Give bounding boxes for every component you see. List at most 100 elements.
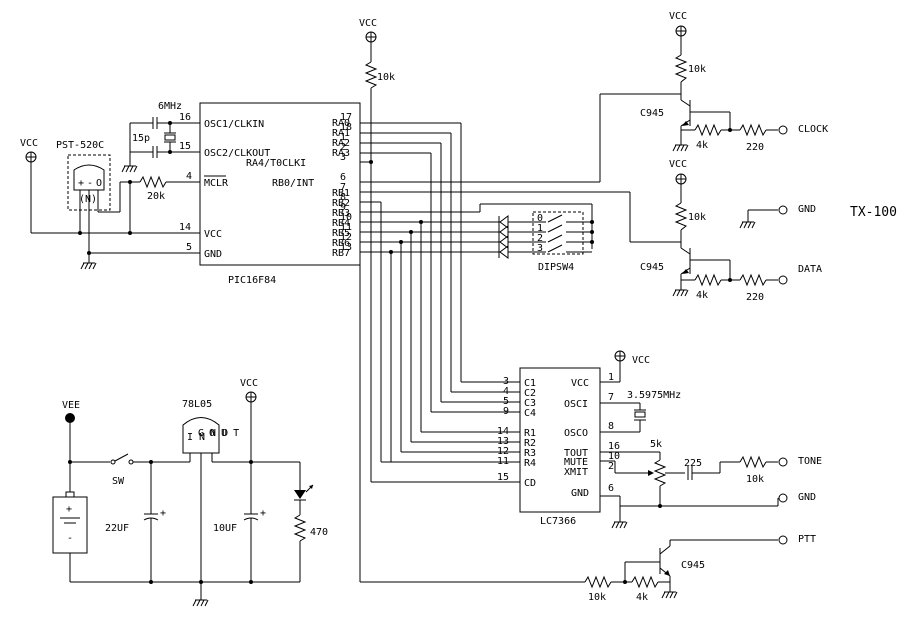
- pic-pin-num: 3: [340, 152, 346, 163]
- sensor-pin: -: [87, 178, 93, 189]
- r470-label: 470: [310, 527, 328, 538]
- pic-pin-label: OSC1/CLKIN: [204, 119, 264, 130]
- pic-pin-num: 1: [340, 132, 346, 143]
- pic-pin-num: 5: [186, 242, 192, 253]
- pic-pin-label: RB2: [332, 198, 350, 209]
- pic-pin-num: 7: [340, 182, 346, 193]
- bat-plus: +: [66, 504, 72, 515]
- dip-pos: 3: [537, 243, 543, 254]
- lc-pin-label: VCC: [571, 378, 589, 389]
- lc-pin-label: MUTE: [564, 457, 588, 468]
- dip-pos: 1: [537, 223, 543, 234]
- xtal2-label: 3.5975MHz: [627, 390, 681, 401]
- pic-pin-label: RA3: [332, 148, 350, 159]
- pic-pin-label: RB4: [332, 218, 350, 229]
- bat-minus: -: [67, 533, 73, 544]
- dip-pos: 0: [537, 213, 543, 224]
- pic-pin-label: RB1: [332, 188, 350, 199]
- c10-label: 10UF: [213, 523, 237, 534]
- pic-pin-label: RB5: [332, 228, 350, 239]
- pic-pin-num: 13: [340, 242, 352, 253]
- lc-pin-label: OSCO: [564, 428, 588, 439]
- lc-pin-num: 10: [608, 451, 620, 462]
- pic-pin-label: OSC2/CLKOUT: [204, 148, 270, 159]
- lc-pin-label: R3: [524, 448, 536, 459]
- cap-plus: +: [260, 508, 266, 519]
- pic-name: PIC16F84: [228, 275, 276, 286]
- vcc-label-lc: VCC: [632, 355, 650, 366]
- pic-pin-num: 10: [340, 212, 352, 223]
- r220-b-label: 220: [746, 292, 764, 303]
- pic-pin-label: RA1: [332, 128, 350, 139]
- c22-label: 22UF: [105, 523, 129, 534]
- pic-pin-num: 14: [179, 222, 191, 233]
- lc-pin-num: 16: [608, 441, 620, 452]
- pic-pin-num: 6: [340, 172, 346, 183]
- r4k-c-label: 4k: [636, 592, 648, 603]
- pic16f84-chip: PIC16F84 16 OSC1/CLKIN 15 OSC2/CLKOUT 4 …: [90, 102, 361, 286]
- lc-pin-num: 7: [608, 392, 614, 403]
- vcc-label-center: VCC: [359, 18, 377, 29]
- ra4-pullup: VCC 10k: [359, 18, 395, 482]
- sw-label: SW: [112, 476, 125, 487]
- output-gnd-top: GND: [798, 204, 816, 215]
- pic-pin-label: RB3: [332, 208, 350, 219]
- reg-pin: I N: [187, 432, 205, 443]
- pic-pin-num: 17: [340, 112, 352, 123]
- q-ptt-label: C945: [681, 560, 705, 571]
- sensor-label: PST-520C: [56, 140, 104, 151]
- power-supply: VEE + - SW + 22UF 78L05 I N G N D O: [52, 378, 328, 607]
- pic-pin-num: 15: [179, 141, 191, 152]
- pic-pin-label: GND: [204, 249, 222, 260]
- lc-pin-label: GND: [571, 488, 589, 499]
- lc-pin-label: TOUT: [564, 448, 588, 459]
- sensor-pin: +: [78, 178, 84, 189]
- pot-label: 5k: [650, 439, 662, 450]
- q-clock-label: C945: [640, 108, 664, 119]
- lc-pin-label: R4: [524, 458, 536, 469]
- cap-plus: +: [160, 508, 166, 519]
- lc-pin-num: 4: [503, 386, 509, 397]
- pic-right-pins: RA0 17 RA1 18 RA2 1 RA3 2 RA4/T0CLKI 3 R…: [246, 112, 352, 259]
- r10k-top-label: 10k: [377, 72, 395, 83]
- lc-pin-num: 6: [608, 483, 614, 494]
- vcc-label-clock: VCC: [669, 11, 687, 22]
- pic-pin-num: 12: [340, 232, 352, 243]
- output-clock: CLOCK: [798, 124, 828, 135]
- lc-pin-num: 5: [503, 396, 509, 407]
- lc-pin-label: C2: [524, 388, 536, 399]
- pst520c-sensor: PST-520C + - O (N): [56, 140, 132, 263]
- r10k-ptt-label: 10k: [588, 592, 606, 603]
- cap15-label: 15p: [132, 133, 150, 144]
- dip-pos: 2: [537, 233, 543, 244]
- output-data: DATA: [798, 264, 822, 275]
- lc-pin-num: 12: [497, 446, 509, 457]
- pic-pin-label: RA2: [332, 138, 350, 149]
- pic-pin-num: 18: [340, 122, 352, 133]
- lc-pin-num: 15: [497, 472, 509, 483]
- reg-pin: O U T: [209, 428, 239, 439]
- lc-pin-num: 14: [497, 426, 509, 437]
- lc-name: LC7366: [540, 516, 576, 527]
- lc-pin-num: 11: [497, 456, 509, 467]
- r10k-tone-label: 10k: [746, 474, 764, 485]
- pic-pin-num: 4: [186, 171, 192, 182]
- r20k-label: 20k: [147, 191, 165, 202]
- clock-stage: VCC 10k C945 4k 220 CLOCK: [640, 11, 828, 153]
- vcc-label-data: VCC: [669, 159, 687, 170]
- pic-pin-num: 2: [340, 142, 346, 153]
- reg-label: 78L05: [182, 399, 212, 410]
- lc7366-chip: LC7366 3 C1 4 C2 5 C3 9 C4 14 R1 13 R2 1…: [497, 367, 640, 527]
- lc-pin-num: 13: [497, 436, 509, 447]
- schematic-title: TX-100: [850, 205, 897, 220]
- pic-pin-label: RA0: [332, 118, 350, 129]
- lc-pin-num: 9: [503, 406, 509, 417]
- lc-pin-num: 1: [608, 372, 614, 383]
- dipsw-label: DIPSW4: [538, 262, 574, 273]
- pic-pin-label: VCC: [204, 229, 222, 240]
- lc-pin-label: C1: [524, 378, 536, 389]
- pic-pin-num: 8: [340, 192, 346, 203]
- lc-pin-label: XMIT: [564, 467, 588, 478]
- pic-pin-label: MCLR: [204, 178, 229, 189]
